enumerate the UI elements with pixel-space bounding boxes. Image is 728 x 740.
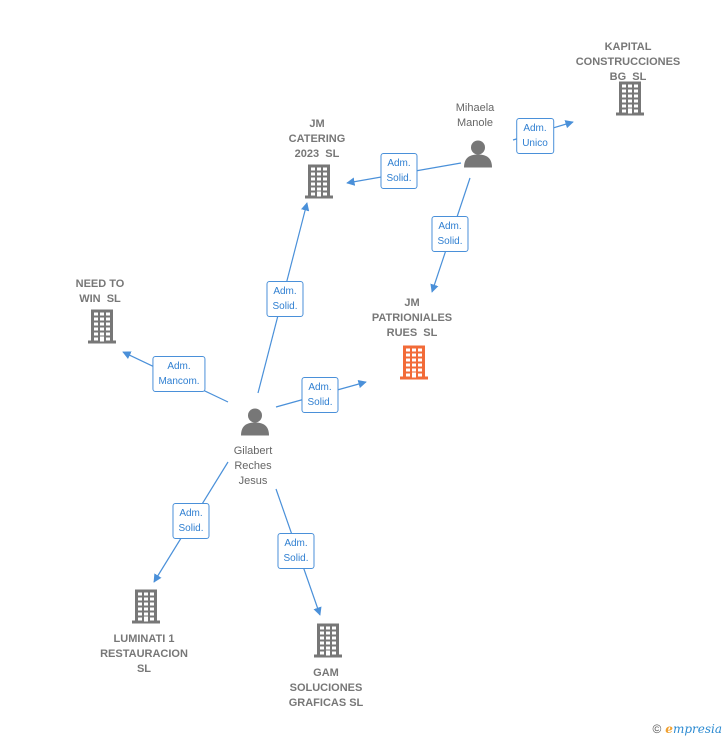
node-label-mihaela[interactable]: Mihaela Manole [455, 102, 495, 129]
empresia-credit[interactable]: ©empresia [652, 722, 722, 736]
edge-label-mihaela-jmcatering[interactable]: Adm. Solid. [380, 153, 418, 189]
person-icon[interactable] [240, 407, 270, 442]
node-label-jmcatering[interactable]: JM CATERING 2023 SL [288, 118, 346, 160]
person-icon[interactable] [463, 139, 493, 174]
edge-label-mihaela-jmpatrioniales[interactable]: Adm. Solid. [431, 216, 469, 252]
edge-label-gilabert-needtowin[interactable]: Adm. Mancom. [152, 356, 206, 392]
building-icon[interactable] [131, 589, 161, 630]
building-icon[interactable] [399, 345, 429, 386]
building-icon[interactable] [304, 164, 334, 205]
building-icon[interactable] [87, 309, 117, 350]
building-icon[interactable] [313, 623, 343, 664]
edge-label-gilabert-jmcatering[interactable]: Adm. Solid. [266, 281, 304, 317]
edge-label-gilabert-luminati[interactable]: Adm. Solid. [172, 503, 210, 539]
node-label-needtowin[interactable]: NEED TO WIN SL [75, 278, 125, 305]
empresia-logo: empresia [665, 722, 722, 736]
node-label-luminati[interactable]: LUMINATI 1 RESTAURACION SL [100, 633, 188, 675]
edge-label-mihaela-kapital[interactable]: Adm. Unico [516, 118, 554, 154]
building-icon[interactable] [615, 81, 645, 122]
edge-label-gilabert-jmpatrioniales[interactable]: Adm. Solid. [301, 377, 339, 413]
node-label-gilabert[interactable]: Gilabert Reches Jesus [233, 445, 273, 487]
copyright-symbol: © [652, 722, 662, 736]
node-label-kapital[interactable]: KAPITAL CONSTRUCCIONES BG SL [575, 41, 681, 83]
node-label-gam[interactable]: GAM SOLUCIONES GRAFICAS SL [288, 667, 364, 709]
node-label-jmpatrioniales[interactable]: JM PATRIONIALES RUES SL [371, 297, 453, 339]
edge-label-gilabert-gam[interactable]: Adm. Solid. [277, 533, 315, 569]
